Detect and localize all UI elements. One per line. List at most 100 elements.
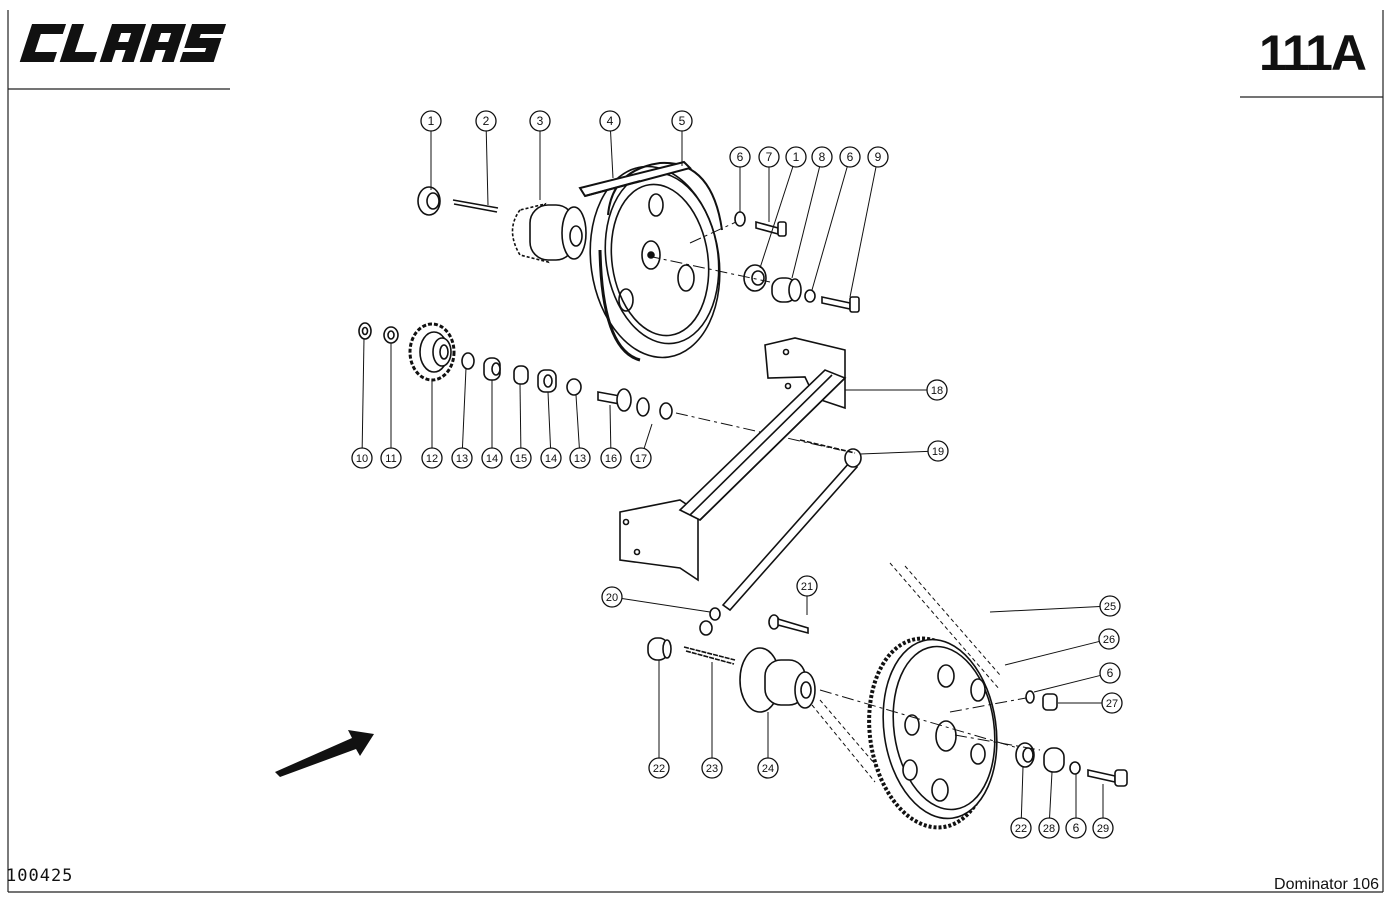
belt-pulley (589, 161, 723, 362)
circlip-13a (461, 352, 475, 370)
callout-number: 6 (847, 150, 854, 164)
pin-23 (683, 646, 736, 665)
callout-marker: 24 (757, 757, 779, 779)
callout-number: 6 (1073, 821, 1080, 835)
callout-number: 16 (605, 453, 617, 465)
chain-sprocket-26 (867, 636, 998, 830)
callout-marker: 20 (601, 586, 623, 608)
callout-number: 21 (801, 581, 813, 593)
bolt-9 (821, 296, 860, 313)
callout-circle (785, 146, 807, 168)
callout-number: 22 (653, 763, 665, 775)
callout-circle (811, 146, 833, 168)
callout-number: 28 (1043, 823, 1055, 835)
callout-circle (1010, 817, 1032, 839)
callout-number: 29 (1097, 823, 1109, 835)
callout-number: 6 (737, 150, 744, 164)
callout-leader-line (859, 450, 929, 455)
callout-marker: 17 (630, 447, 652, 469)
sprocket-12 (408, 322, 456, 382)
callout-circle (701, 757, 723, 779)
callout-marker: 9 (867, 146, 889, 168)
callout-number: 4 (607, 114, 614, 128)
callout-number: 25 (1104, 601, 1116, 613)
axis-lines-upper (647, 221, 771, 283)
callout-circle (757, 757, 779, 779)
callout-marker: 6 (729, 146, 751, 168)
support-bracket-18 (619, 337, 847, 582)
callout-leader-line (811, 166, 848, 291)
callout-marker: 29 (1092, 817, 1114, 839)
callout-leader-line (849, 166, 877, 298)
callout-leader-line (1033, 674, 1101, 693)
direction-arrow-icon (275, 730, 374, 777)
axis-line-middle (675, 412, 841, 451)
callout-marker: 14 (481, 447, 503, 469)
washer-6c (1025, 690, 1035, 704)
callout-marker: 8 (811, 146, 833, 168)
callout-number: 11 (385, 453, 396, 465)
roller-chain-25 (811, 562, 1001, 783)
washer-6a (734, 211, 746, 227)
callout-number: 6 (1107, 666, 1114, 680)
callout-circle (481, 447, 503, 469)
callout-circle (729, 146, 751, 168)
callout-circle (1065, 817, 1087, 839)
callout-number: 10 (356, 453, 368, 465)
frame-lines (7, 10, 1384, 893)
callout-marker: 13 (451, 447, 473, 469)
callout-circle (380, 447, 402, 469)
callout-leader-line (575, 394, 580, 449)
callout-marker: 25 (1099, 595, 1121, 617)
callout-circle (529, 110, 551, 132)
callout-number: 12 (426, 453, 438, 465)
hub-24 (739, 647, 816, 713)
callout-marker: 3 (529, 110, 551, 132)
callout-leader-line (1049, 771, 1053, 819)
callout-circle (601, 586, 623, 608)
callout-number: 22 (1015, 823, 1027, 835)
hub-with-sprocket (511, 202, 587, 264)
spacer-28 (1043, 747, 1065, 773)
callout-circle (867, 146, 889, 168)
callout-circle (475, 110, 497, 132)
callout-circle (1099, 662, 1121, 684)
callout-number: 8 (819, 150, 826, 164)
callout-circle (1098, 628, 1120, 650)
callout-marker: 19 (927, 440, 949, 462)
callout-number: 13 (574, 453, 586, 465)
callout-marker: 2 (475, 110, 497, 132)
callout-leader-line (609, 404, 612, 449)
bolt-21 (768, 614, 809, 635)
callout-marker: 27 (1101, 692, 1123, 714)
callout-marker: 18 (926, 379, 948, 401)
bushing-1 (417, 186, 441, 216)
callout-marker: 11 (380, 447, 402, 469)
callout-marker: 21 (796, 575, 818, 597)
callout-leader-line (1020, 766, 1024, 819)
callout-number: 17 (635, 453, 647, 465)
nut-10 (358, 322, 372, 340)
claas-logo (19, 24, 227, 62)
callout-circle (796, 575, 818, 597)
bolt-29 (1087, 769, 1128, 787)
callout-circle (420, 110, 442, 132)
model-name: Dominator 106 (1274, 876, 1379, 893)
circlip-13b (566, 378, 582, 396)
nut-20 (699, 607, 721, 636)
callout-marker: 6 (1065, 817, 1087, 839)
callout-number: 23 (706, 763, 718, 775)
callout-number: 3 (537, 114, 544, 128)
callout-number: 14 (545, 453, 557, 465)
callout-circle (671, 110, 693, 132)
callout-leader-line (610, 130, 614, 179)
callout-circle (600, 447, 622, 469)
nut-27 (1042, 693, 1058, 711)
washer-6d (1069, 761, 1081, 775)
callout-marker: 13 (569, 447, 591, 469)
callout-marker: 28 (1038, 817, 1060, 839)
callout-circle (1101, 692, 1123, 714)
